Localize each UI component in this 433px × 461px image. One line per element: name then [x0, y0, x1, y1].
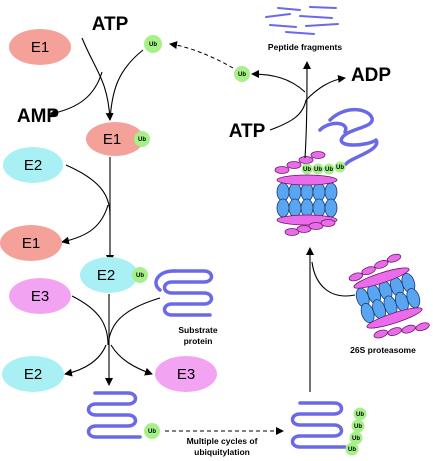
atp-right-label: ATP [229, 121, 266, 142]
atp-top-label: ATP [92, 14, 129, 35]
e2-transfer-arrows [61, 157, 114, 263]
e1-ub-complex: E1 Ub [86, 122, 150, 156]
adp-label: ADP [351, 65, 391, 86]
degradation-arrows [251, 61, 346, 159]
e1-released-label: E1 [22, 235, 40, 252]
svg-text:Ub: Ub [303, 167, 311, 173]
e2-ub-label: E2 [97, 267, 115, 284]
proteasome-binding-arrow [311, 261, 356, 297]
peptide-fragments [265, 6, 339, 35]
svg-text:Ub: Ub [325, 167, 333, 173]
polyubiquitinated-substrate: Ub Ub Ub Ub [290, 401, 367, 456]
ub-chain: Ub Ub Ub Ub [345, 407, 367, 456]
substrate-label-line1: Substrate [178, 325, 217, 335]
e1-ub-label: E1 [103, 131, 121, 148]
svg-text:Ub: Ub [238, 72, 246, 78]
svg-text:Ub: Ub [314, 167, 322, 173]
e2-enzyme-left: E2 [3, 147, 63, 183]
ubiquitinated-substrate: Ub [86, 391, 160, 439]
ub-recycling-arrow [169, 41, 234, 69]
free-proteasome [348, 253, 430, 339]
svg-text:Ub: Ub [138, 137, 146, 143]
substrate-protein [154, 269, 214, 317]
e1-enzyme-released: E1 [0, 225, 62, 261]
e1-activation-arrows [49, 37, 144, 121]
e3-released-label: E3 [177, 366, 195, 383]
e2-enzyme-released: E2 [2, 356, 64, 392]
ligation-arrows [64, 294, 161, 386]
peptide-fragments-label: Peptide fragments [268, 42, 342, 52]
e3-enzyme-released: E3 [155, 356, 217, 392]
svg-text:Ub: Ub [352, 436, 360, 442]
multiple-cycles-label-line2: ubiquitylation [194, 447, 250, 457]
ub-recycled: Ub [234, 66, 250, 82]
svg-text:Ub: Ub [356, 412, 364, 418]
svg-text:Ub: Ub [136, 273, 144, 279]
svg-text:Ub: Ub [149, 42, 157, 48]
proteasome-label: 26S proteasome [350, 345, 416, 355]
e2-ub-complex: E2 Ub [80, 257, 148, 293]
substrate-label-line2: protein [184, 336, 213, 346]
multiple-cycles-label-line1: Multiple cycles of [187, 436, 258, 446]
e3-enzyme-left: E3 [9, 278, 71, 314]
e2-left-label: E2 [24, 157, 42, 174]
svg-text:Ub: Ub [348, 447, 356, 453]
svg-text:Ub: Ub [336, 165, 344, 171]
e1-enzyme-top: E1 [9, 29, 71, 65]
e2-released-label: E2 [24, 366, 42, 383]
substrate-engaged-proteasome: Ub Ub Ub Ub [274, 107, 379, 236]
svg-text:Ub: Ub [148, 429, 156, 435]
ub-free-top: Ub [144, 35, 162, 53]
e3-left-label: E3 [31, 288, 49, 305]
e1-top-label: E1 [31, 39, 49, 56]
bound-ub-chain: Ub Ub Ub Ub [301, 161, 346, 175]
amp-label: AMP [17, 106, 60, 127]
svg-text:Ub: Ub [354, 424, 362, 430]
